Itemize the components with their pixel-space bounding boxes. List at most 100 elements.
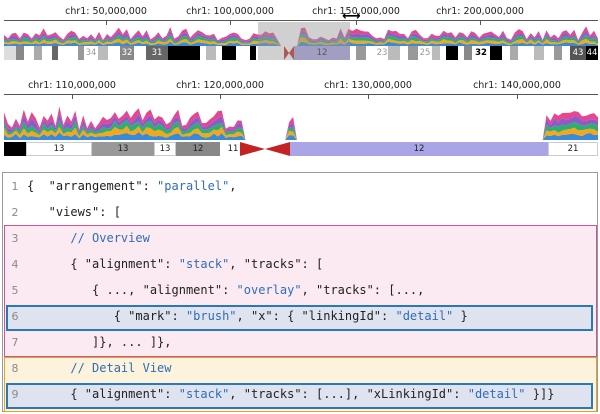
code-line[interactable]: 1{ "arrangement": "parallel", bbox=[3, 173, 597, 199]
band bbox=[408, 46, 418, 60]
stack-layer bbox=[4, 132, 598, 140]
centromere bbox=[284, 46, 294, 60]
code-text: } bbox=[453, 309, 468, 323]
code-string: "detail" bbox=[467, 387, 526, 401]
band bbox=[544, 46, 554, 60]
line-number: 4 bbox=[11, 257, 19, 271]
band bbox=[216, 46, 222, 60]
overview-code-region bbox=[4, 225, 597, 357]
code-line[interactable]: 5 { ..., "alignment": "overlay", "tracks… bbox=[3, 277, 597, 303]
code-text: , "tracks": [ bbox=[229, 257, 324, 271]
code-text: { "alignment": bbox=[27, 387, 179, 401]
detail-tick bbox=[220, 94, 221, 99]
detail-axis-label: chr1: 110,000,000 bbox=[28, 80, 116, 91]
band bbox=[458, 46, 464, 60]
band bbox=[16, 46, 24, 60]
code-text: , "tracks": [...], "xLinkingId": bbox=[229, 387, 468, 401]
code-text: { "alignment": bbox=[27, 257, 179, 271]
code-text: { ..., "alignment": bbox=[27, 283, 237, 297]
code-string: "brush" bbox=[185, 309, 237, 323]
brush-selection[interactable] bbox=[258, 22, 350, 60]
band bbox=[34, 46, 42, 60]
code-editor[interactable]: 1{ "arrangement": "parallel",2 "views": … bbox=[2, 172, 598, 412]
overview-tick bbox=[106, 20, 107, 25]
code-text: , "tracks": [..., bbox=[301, 283, 425, 297]
band bbox=[562, 46, 570, 60]
detail-tick bbox=[72, 94, 73, 99]
band-label: 34 bbox=[84, 46, 98, 60]
band bbox=[78, 46, 84, 60]
detail-track: chr1: 110,000,000 chr1: 120,000,000 chr1… bbox=[0, 78, 600, 168]
overview-axis-label: chr1: 50,000,000 bbox=[65, 6, 147, 17]
band bbox=[168, 46, 200, 60]
stack-layer bbox=[4, 30, 598, 46]
band bbox=[206, 46, 216, 60]
stack-layer bbox=[4, 41, 598, 46]
band bbox=[4, 46, 16, 60]
centromere-shape bbox=[240, 142, 290, 156]
double-arrow-icon[interactable]: ⟷ bbox=[342, 9, 361, 24]
band bbox=[24, 46, 34, 60]
code-text: , bbox=[229, 179, 237, 193]
code-line[interactable]: 7 ]}, ... ]}, bbox=[3, 329, 597, 355]
overview-tick bbox=[480, 20, 481, 25]
band bbox=[250, 46, 256, 60]
code-line[interactable]: 8 // Detail View bbox=[3, 355, 597, 381]
code-text: }]} bbox=[525, 387, 555, 401]
brush-code-highlight bbox=[6, 305, 593, 331]
stack-layer bbox=[4, 120, 598, 140]
line-number: 9 bbox=[11, 387, 19, 401]
code-string: "stack" bbox=[178, 257, 230, 271]
stack-layer bbox=[4, 125, 598, 140]
detail-tick bbox=[368, 94, 369, 99]
band-label: 21 bbox=[548, 142, 598, 156]
band bbox=[446, 46, 458, 60]
band bbox=[42, 46, 52, 60]
stack-layer bbox=[4, 26, 598, 46]
overview-axis bbox=[4, 20, 598, 21]
detail-axis-label: chr1: 130,000,000 bbox=[324, 80, 412, 91]
band-label: 11 bbox=[226, 142, 240, 156]
overview-axis-label: chr1: 100,000,000 bbox=[186, 6, 274, 17]
band bbox=[200, 46, 206, 60]
band bbox=[518, 46, 534, 60]
code-text: ]}, ... ]}, bbox=[27, 335, 172, 349]
stack-layer bbox=[4, 112, 598, 140]
overview-tick bbox=[356, 20, 357, 25]
band bbox=[534, 46, 544, 60]
code-line[interactable]: 2 "views": [ bbox=[3, 199, 597, 225]
band-label: 25 bbox=[418, 46, 432, 60]
detail-axis-label: chr1: 140,000,000 bbox=[473, 80, 561, 91]
band bbox=[554, 46, 562, 60]
band bbox=[98, 46, 108, 60]
stack-layer bbox=[4, 106, 598, 140]
code-line[interactable]: 6 { "mark": "brush", "x": { "linkingId":… bbox=[3, 303, 597, 329]
code-string: "detail" bbox=[395, 309, 454, 323]
band bbox=[490, 46, 502, 60]
code-string: "overlay" bbox=[236, 283, 302, 297]
band-label: 13 bbox=[92, 142, 154, 156]
band bbox=[366, 46, 376, 60]
overview-tick bbox=[230, 20, 231, 25]
band bbox=[222, 46, 236, 60]
detail-axis bbox=[4, 94, 598, 95]
band bbox=[4, 142, 26, 156]
overview-axis-label: chr1: 200,000,000 bbox=[436, 6, 524, 17]
band-label: 12 bbox=[176, 142, 220, 156]
code-line[interactable]: 9 { "alignment": "stack", "tracks": [...… bbox=[3, 381, 597, 407]
band bbox=[350, 46, 356, 60]
code-line[interactable]: 4 { "alignment": "stack", "tracks": [ bbox=[3, 251, 597, 277]
line-number: 2 bbox=[11, 205, 19, 219]
band bbox=[356, 46, 366, 60]
band bbox=[52, 46, 58, 60]
code-text: "views": [ bbox=[27, 205, 121, 219]
code-text: { "arrangement": bbox=[27, 179, 158, 193]
overview-stacked-area bbox=[4, 26, 598, 46]
band bbox=[510, 46, 518, 60]
band bbox=[464, 46, 472, 60]
line-number: 8 bbox=[11, 361, 19, 375]
band bbox=[256, 46, 284, 60]
detail-axis-label: chr1: 120,000,000 bbox=[176, 80, 264, 91]
code-string: "parallel" bbox=[157, 179, 230, 193]
code-line[interactable]: 3 // Overview bbox=[3, 225, 597, 251]
